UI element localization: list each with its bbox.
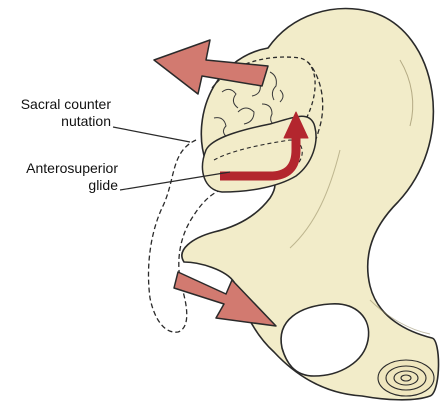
bone-cross-section [377,359,435,397]
sacrum-outline-dashed [147,61,324,333]
ilium-crest-line [399,59,414,127]
leader-line-sacral-counter-nutation [112,126,191,143]
lower-motion-arrow [173,271,277,327]
label-antero-line-2: glide [88,177,118,193]
label-sacral-line-1: Sacral counter [20,96,111,112]
label-sacral-line-2: nutation [61,113,111,129]
label-sacral-counter-nutation: Sacral counter nutation [21,96,111,130]
acetabulum-rim-line [369,299,431,335]
glide-arrow-head [283,111,309,139]
label-antero-line-1: Anterosuperior [26,160,118,176]
glide-arrow-shaft [220,134,301,181]
auricular-surface-outline [209,56,316,160]
leader-line-anterosuperior-glide [119,171,231,191]
upper-motion-arrow [153,39,269,95]
lower-joint-inner-dashed [213,139,303,167]
obturator-foramen [280,303,370,377]
label-anterosuperior-glide: Anterosuperior glide [26,160,118,194]
ilium-fossa-line [289,149,341,249]
